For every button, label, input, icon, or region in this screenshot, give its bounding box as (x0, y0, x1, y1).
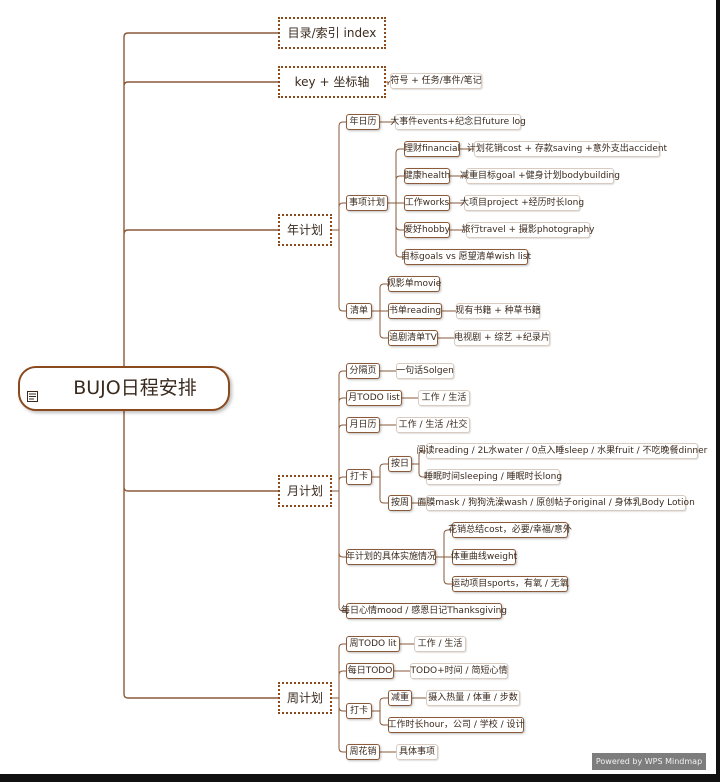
branch-key-axis[interactable]: key + 坐标轴 (278, 66, 386, 98)
connector-y2 (372, 283, 388, 339)
document-icon (26, 390, 38, 402)
connector-path (388, 148, 404, 258)
connector-path (332, 643, 346, 753)
leaf-month-todo-detail[interactable]: 工作 / 生活 (418, 390, 470, 406)
bottom-edge (0, 774, 720, 782)
node-week-checkin[interactable]: 打卡 (346, 703, 372, 719)
branch-month-plan[interactable]: 月计划 (278, 475, 332, 507)
node-goals-wishlist[interactable]: 目标goals vs 愿望清单wish list (401, 249, 531, 265)
leaf-health-detail[interactable]: 减重目标goal +健身计划bodybuilding (460, 168, 620, 184)
leaf-key-symbols[interactable]: 符号 + 任务/事件/笔记 (390, 73, 482, 89)
connector-y1 (388, 148, 404, 258)
leaf-weight-loss-detail[interactable]: 摄入热量 / 体重 / 步数 (426, 690, 520, 706)
connector-path (372, 463, 388, 504)
leaf-hobby-detail[interactable]: 旅行travel + 摄影photography (462, 222, 595, 238)
branch-week-plan[interactable]: 周计划 (278, 682, 332, 714)
node-reading[interactable]: 书单reading (388, 303, 442, 319)
node-daily[interactable]: 按日 (388, 456, 412, 472)
leaf-sleep[interactable]: 睡眠时间sleeping / 睡眠时长long (424, 469, 562, 485)
connector-b3 (332, 370, 346, 612)
connector-path (372, 283, 388, 339)
connector-b2 (332, 121, 346, 312)
node-financial[interactable]: 理财financial (404, 141, 460, 157)
connector-path (372, 697, 388, 726)
branch-year-plan[interactable]: 年计划 (278, 214, 332, 246)
connector-m3 (372, 463, 388, 504)
node-works[interactable]: 工作works (404, 195, 450, 211)
node-movie[interactable]: 观影单movie (387, 276, 441, 292)
connector-w2 (372, 697, 388, 726)
node-week-todo[interactable]: 周TODO lit (346, 636, 400, 652)
root-node[interactable]: BUJO日程安排 (18, 366, 230, 411)
node-weight-curve[interactable]: 体重曲线weight (451, 549, 517, 565)
node-daily-todo[interactable]: 每日TODO (346, 663, 394, 679)
leaf-reading-detail[interactable]: 现有书籍 + 种草书籍 (455, 303, 541, 319)
branch-index[interactable]: 目录/索引 index (278, 17, 386, 49)
node-lists[interactable]: 清单 (346, 303, 372, 319)
leaf-month-calendar-detail[interactable]: 工作 / 生活 /社交 (396, 417, 470, 433)
leaf-weekly-habits[interactable]: 面膜mask / 狗狗洗澡wash / 原创帖子original / 身体乳Bo… (417, 495, 695, 511)
node-month-calendar[interactable]: 月日历 (346, 417, 380, 433)
connector-b4 (332, 643, 346, 753)
powered-by-badge[interactable]: Powered by WPS Mindmap (592, 753, 706, 770)
node-year-plan-progress[interactable]: 年计划的具体实施情况 (346, 549, 436, 565)
leaf-slogan[interactable]: 一句话Solgen (396, 363, 454, 379)
node-weight-loss[interactable]: 减重 (388, 690, 412, 706)
node-tv[interactable]: 追剧清单TV (388, 330, 438, 346)
leaf-tv-detail[interactable]: 电视剧 + 综艺 +纪录片 (454, 330, 550, 346)
connector-path (332, 370, 346, 612)
node-week-spending[interactable]: 周花销 (346, 744, 380, 760)
node-month-checkin[interactable]: 打卡 (346, 469, 372, 485)
node-item-plan[interactable]: 事项计划 (346, 195, 388, 211)
node-hobby[interactable]: 爱好hobby (404, 222, 450, 238)
leaf-week-spending-detail[interactable]: 具体事项 (396, 744, 438, 760)
leaf-works-detail[interactable]: 大项目project +经历时长long (460, 195, 584, 211)
connector-m3a (412, 450, 426, 478)
leaf-week-todo-detail[interactable]: 工作 / 生活 (414, 636, 466, 652)
leaf-daily-habits[interactable]: 阅读reading / 2L水water / 0点入睡sleep / 水果fru… (417, 443, 707, 459)
leaf-daily-todo-detail[interactable]: TODO+时间 / 简短心情 (410, 663, 508, 679)
node-divider-page[interactable]: 分隔页 (346, 363, 380, 379)
connector-path (332, 121, 346, 312)
node-year-calendar[interactable]: 年日历 (346, 114, 380, 130)
node-weekly[interactable]: 按周 (388, 495, 412, 511)
leaf-financial-detail[interactable]: 计划花销cost + 存款saving +意外支出accident (467, 141, 667, 157)
node-health[interactable]: 健康health (404, 168, 450, 184)
leaf-big-events[interactable]: 大事件events+纪念日future log (390, 114, 526, 130)
node-mood-thanksgiving[interactable]: 每日心情mood / 感恩日记Thanksgiving (341, 603, 507, 619)
connector-path (436, 529, 452, 585)
node-sports[interactable]: 运动项目sports，有氧 / 无氧 (451, 576, 569, 592)
node-work-hours[interactable]: 工作时长hour，公司 / 学校 / 设计 (387, 717, 525, 733)
connector-m4 (436, 529, 452, 585)
right-edge (716, 0, 720, 782)
connector-path (412, 450, 426, 478)
node-cost-summary[interactable]: 花销总结cost，必要/幸福/意外 (448, 522, 572, 538)
root-label: BUJO日程安排 (73, 377, 197, 399)
node-month-todo[interactable]: 月TODO list (346, 390, 402, 406)
